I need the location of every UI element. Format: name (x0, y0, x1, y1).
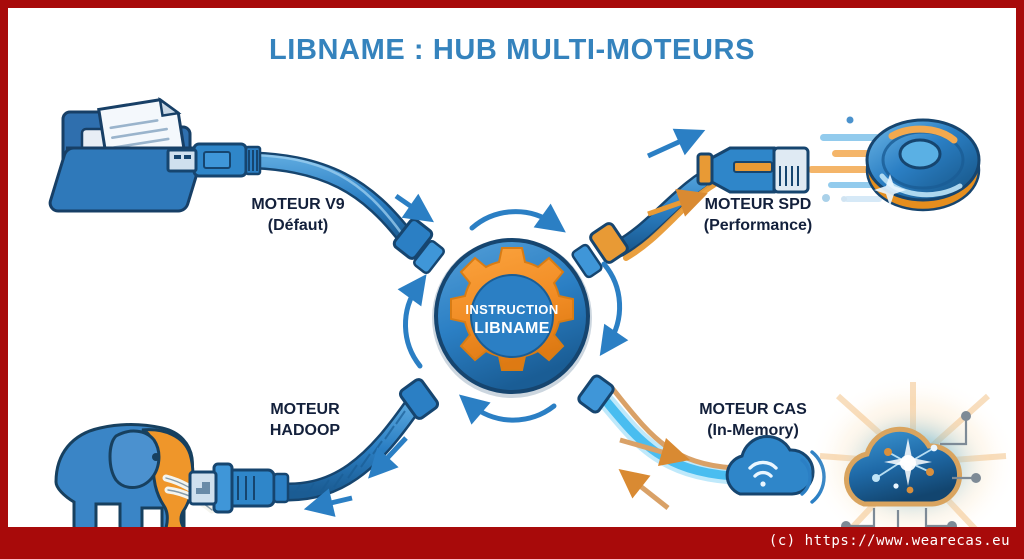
orbit-arrow-bottom (458, 394, 557, 425)
flow-arrow-v9 (394, 193, 434, 223)
hub-sleeve-bottomright (577, 374, 615, 414)
flow-arrow-hadoop-back (303, 488, 353, 517)
orbit-arrows (397, 203, 629, 425)
cable-cas (577, 374, 826, 510)
diagram-graphics: INSTRUCTION LIBNAME (48, 96, 1016, 527)
engine-name-spd: MOTEUR SPD (704, 196, 812, 213)
orbit-arrow-right (599, 261, 629, 357)
cable-spd (571, 128, 810, 279)
cloud-circuit-dots (841, 411, 981, 527)
folder-documents-icon (48, 96, 204, 213)
central-hub[interactable]: INSTRUCTION LIBNAME (432, 238, 592, 398)
speed-lines (808, 116, 882, 202)
hub-label-line2: LIBNAME (474, 320, 550, 337)
spinning-disk-icon (808, 116, 981, 212)
disk-sparkle (874, 174, 906, 206)
ethernet-connector-icon (696, 146, 810, 194)
engine-name-hadoop: MOTEUR (270, 401, 340, 418)
engine-label-v9: MOTEUR V9 (Défaut) (213, 194, 383, 236)
watermark-text: (c) https://www.wearecas.eu (768, 533, 1010, 549)
diagram-canvas: LIBNAME : HUB MULTI-MOTEURS (8, 8, 1016, 527)
page-title: LIBNAME : HUB MULTI-MOTEURS (268, 34, 756, 66)
engine-label-hadoop: MOTEUR HADOOP (220, 399, 390, 441)
hub-sleeve-bottomleft (398, 378, 440, 420)
engine-name-cas: MOTEUR CAS (699, 401, 807, 418)
engine-qualifier-cas: (In-Memory) (707, 422, 799, 439)
flow-arrow-cas-out (619, 437, 691, 467)
engine-label-spd: MOTEUR SPD (Performance) (663, 194, 853, 236)
hub-sleeve-topright (571, 222, 629, 279)
hub-sleeve-topleft (392, 218, 445, 274)
flow-arrow-spd-orange (647, 189, 708, 217)
cable-v9 (166, 142, 445, 274)
orbit-arrow-top (469, 203, 566, 233)
usb-connector-icon (166, 142, 262, 178)
engine-name-v9: MOTEUR V9 (251, 196, 345, 213)
braided-cable-connector-icon (188, 462, 290, 514)
engine-label-cas: MOTEUR CAS (In-Memory) (658, 399, 848, 441)
orbit-arrow-left (397, 274, 427, 369)
engine-qualifier-v9: (Défaut) (267, 217, 329, 234)
cloud-circuit-leads (848, 418, 974, 527)
flow-arrow-cas-in (618, 468, 670, 510)
hub-label-line1: INSTRUCTION (465, 302, 558, 317)
engine-qualifier-hadoop: HADOOP (269, 422, 341, 439)
engine-qualifier-spd: (Performance) (703, 217, 813, 234)
footer-bar: (c) https://www.wearecas.eu (0, 527, 1024, 559)
flow-arrow-spd-blue (646, 128, 706, 159)
cable-hadoop (188, 378, 440, 517)
glowing-cloud-network-icon (808, 375, 1016, 527)
flow-arrow-hadoop (368, 436, 408, 479)
